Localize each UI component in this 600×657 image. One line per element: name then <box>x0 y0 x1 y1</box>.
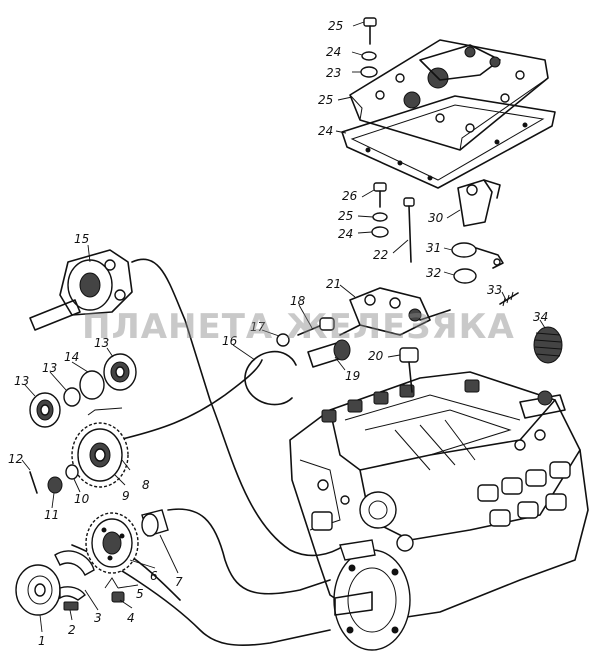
callout-11: 11 <box>44 508 59 522</box>
callout-24-mid: 24 <box>338 227 353 241</box>
callout-12: 12 <box>8 452 23 466</box>
gear-6 <box>85 512 139 574</box>
callout-31: 31 <box>426 241 441 255</box>
bolt-26 <box>373 182 387 208</box>
nut-11 <box>47 476 63 494</box>
callout-26: 26 <box>342 189 358 203</box>
callout-32: 32 <box>426 266 441 280</box>
callout-23: 22 <box>373 248 388 262</box>
regulator-block-22 <box>339 287 451 336</box>
segment-3 <box>54 550 95 601</box>
callout-7: 7 <box>175 575 183 589</box>
ring-32 <box>453 268 477 284</box>
ring-14 <box>63 387 81 407</box>
callout-5: 5 <box>136 587 144 601</box>
lever-31 <box>451 242 504 269</box>
snap-ring-17 <box>244 350 297 406</box>
callout-29: 25 <box>328 19 343 33</box>
pin-12 <box>29 471 38 494</box>
valve-20 <box>307 339 351 368</box>
callout-13-lower: 13 <box>14 374 29 388</box>
callout-24-top: 23 <box>326 66 341 80</box>
callout-18: 17 <box>250 320 266 334</box>
callout-14: 13 <box>42 361 57 375</box>
callout-27: 24 <box>318 124 333 138</box>
washer-10 <box>65 464 79 480</box>
callout-13-upper: 13 <box>94 336 109 350</box>
callout-labels: 25 24 23 25 24 26 25 24 22 30 31 32 33 3… <box>8 19 548 648</box>
coupling-16 <box>29 249 133 331</box>
washer-24-top <box>360 66 378 78</box>
leader-lines <box>21 21 546 633</box>
callout-9: 9 <box>122 489 130 503</box>
callout-25-mid: 25 <box>338 209 353 223</box>
flange-1 <box>15 564 61 616</box>
callout-25-top: 24 <box>326 45 341 59</box>
callout-28: 25 <box>318 93 333 107</box>
bracket-line-9 <box>87 407 123 416</box>
washer-18 <box>276 333 290 347</box>
fitting-19 <box>297 317 335 336</box>
callout-6: 6 <box>150 569 158 583</box>
callout-8: 8 <box>142 478 150 492</box>
callout-30: 30 <box>428 211 444 225</box>
outlet-ports <box>477 461 571 527</box>
callout-4: 4 <box>127 611 135 625</box>
washer-25-top <box>361 51 377 61</box>
bracket-line-5 <box>104 577 119 589</box>
callout-21: 20 <box>368 349 384 363</box>
washer-24-mid <box>371 226 389 238</box>
callout-1: 1 <box>38 634 46 648</box>
front-flange <box>333 539 411 651</box>
key-4 <box>111 591 125 603</box>
watermark-text: ПЛАНЕТА ЖЕЛЕЗЯКА <box>82 307 515 347</box>
gear-8 <box>71 422 129 488</box>
top-cover <box>349 39 549 151</box>
bushing-7 <box>141 509 169 537</box>
callout-17: 16 <box>222 334 238 348</box>
lever-30 <box>457 179 501 227</box>
callout-22: 21 <box>326 277 341 291</box>
callout-20: 19 <box>345 369 360 383</box>
spring-34 <box>533 326 563 364</box>
bearing-13-upper <box>103 353 137 391</box>
callout-16: 15 <box>74 232 89 246</box>
valve-21 <box>399 347 419 393</box>
pump-housing <box>289 371 589 651</box>
top-bosses <box>321 379 480 423</box>
callout-34: 34 <box>533 310 548 324</box>
pin-23 <box>403 197 415 263</box>
bearing-13-lower <box>29 392 61 428</box>
cover-gasket <box>341 95 556 189</box>
screw-33 <box>499 291 519 307</box>
key-2 <box>63 601 79 611</box>
callout-33: 33 <box>487 283 502 297</box>
callout-2: 2 <box>68 623 76 637</box>
callout-3: 3 <box>94 611 102 625</box>
ring-15 <box>79 370 105 400</box>
bolt-29 <box>363 17 377 45</box>
callout-15: 14 <box>64 350 79 364</box>
callout-10: 10 <box>74 492 90 506</box>
callout-19: 18 <box>290 294 306 308</box>
washer-25-mid <box>372 212 388 222</box>
